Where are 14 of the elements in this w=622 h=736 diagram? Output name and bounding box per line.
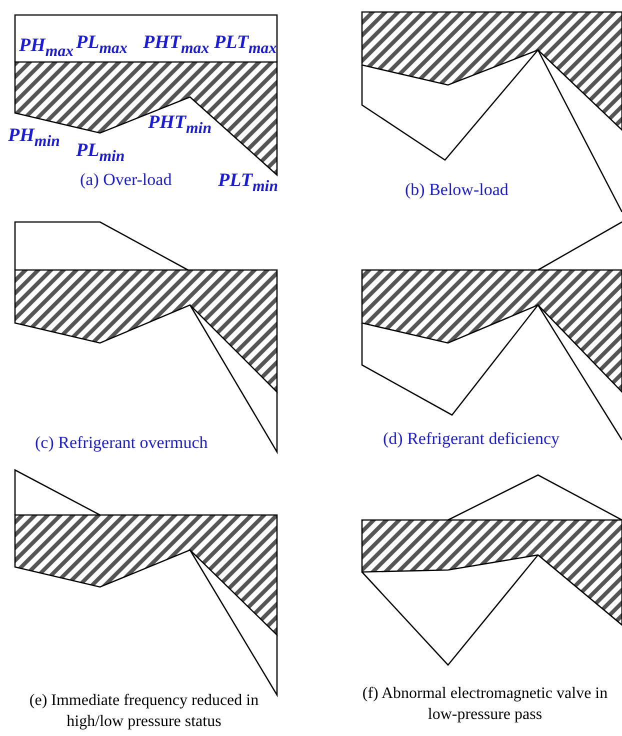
panel-caption: (f) Abnormal electromagnetic valve in low-pressure pass	[361, 684, 609, 725]
variable-label: PL$_{min}$	[76, 140, 125, 166]
variable-label: PH$_{min}$	[8, 125, 60, 151]
panel-caption: (b) Below-load	[405, 180, 508, 200]
panel-caption: (e) Immediate frequency reduced in high/low pressure status	[28, 691, 260, 732]
variable-label: PLT$_{max}$	[214, 32, 277, 58]
variable-label: PHT$_{min}$	[148, 112, 212, 138]
variable-label: PLT$_{min}$	[218, 170, 278, 196]
variable-label: PL$_{max}$	[76, 32, 128, 58]
panel-caption: (c) Refrigerant overmuch	[35, 433, 208, 453]
variable-label: PH$_{max}$	[19, 35, 74, 61]
panel-caption: (d) Refrigerant deficiency	[383, 429, 560, 449]
panel-caption: (a) Over-load	[80, 170, 172, 190]
variable-label: PHT$_{max}$	[143, 32, 210, 58]
